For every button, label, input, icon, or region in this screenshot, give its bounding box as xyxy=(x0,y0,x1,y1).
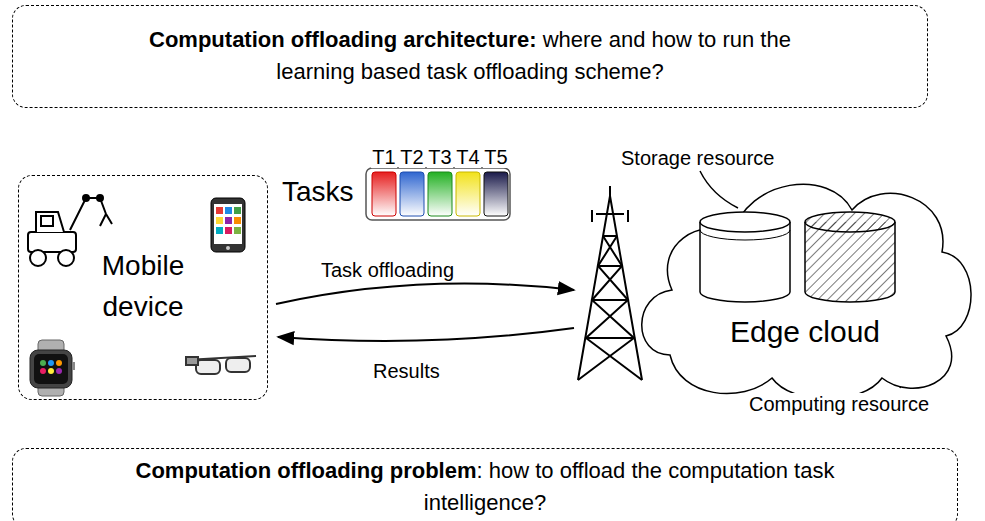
body-text: Edge cloud xyxy=(730,315,880,348)
body-text: Mobile device xyxy=(102,250,184,322)
device-group: Mobile device xyxy=(18,175,268,400)
node-text: Computation offloading architecture:wher… xyxy=(125,24,815,88)
smart-glasses-icon xyxy=(186,356,256,374)
node-text: Mobile device xyxy=(88,246,198,327)
heading-text: Computation offloading problem xyxy=(136,458,477,483)
task-id: T2 xyxy=(399,146,424,168)
task-id: T3 xyxy=(427,146,452,168)
task-queue xyxy=(366,168,510,220)
question-box: Computation offloading problem: how to o… xyxy=(12,448,958,521)
task-id: T1 xyxy=(371,146,396,168)
result-arrow xyxy=(278,328,574,341)
group-label: Tasks xyxy=(281,177,355,208)
body-text: : how to offload the computation task in… xyxy=(424,458,835,515)
task-id: T4 xyxy=(455,146,480,168)
smartphone-icon xyxy=(211,198,245,252)
arrow-label: Task offloading xyxy=(320,259,455,281)
node-text: Computation offloading problem: how to o… xyxy=(115,455,855,519)
cloud-outline xyxy=(630,160,980,405)
cell-tower xyxy=(578,186,642,380)
arrow-label: Results xyxy=(372,360,441,382)
leader-line xyxy=(700,171,738,208)
node-text: Edge cloud xyxy=(705,310,905,354)
task-block xyxy=(372,172,396,216)
task-block xyxy=(456,172,480,216)
task-block xyxy=(484,172,508,216)
edge-cloud: Edge cloud xyxy=(630,160,980,405)
task-id: T5 xyxy=(483,146,508,168)
callout-label: Computing resource xyxy=(748,393,930,415)
task-block xyxy=(428,172,452,216)
queue-frame xyxy=(366,168,510,220)
heading-text: Computation offloading architecture: xyxy=(149,27,536,52)
computing-cylinder xyxy=(805,212,895,302)
callout-label: Storage resource xyxy=(620,147,775,169)
storage-cylinder xyxy=(700,212,790,302)
task-block xyxy=(400,172,424,216)
offload-arrow xyxy=(276,284,574,304)
smartwatch-icon xyxy=(30,340,75,396)
question-box: Computation offloading architecture:wher… xyxy=(12,5,928,108)
cloud-shape xyxy=(642,184,971,399)
excavator-icon xyxy=(28,195,112,266)
